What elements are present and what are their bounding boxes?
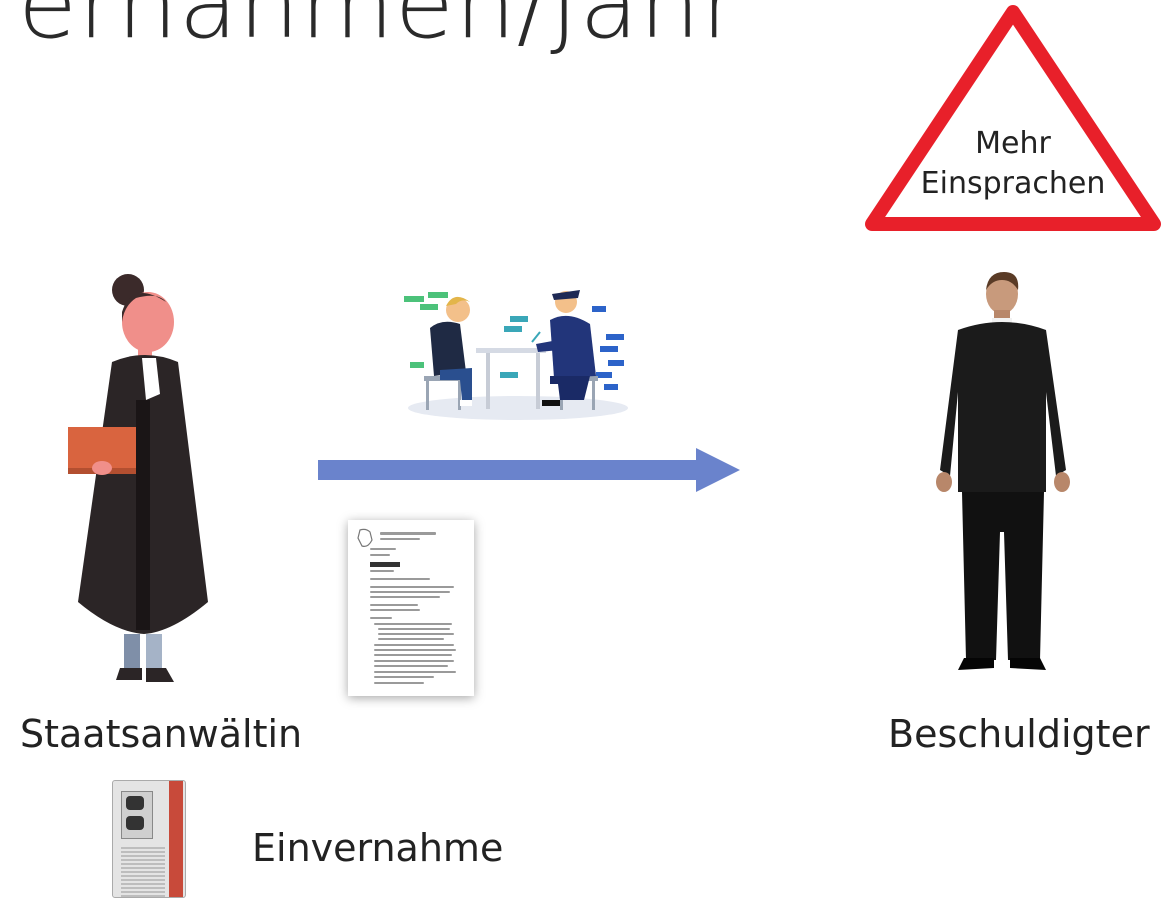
interrogation-scene — [400, 280, 636, 420]
accused-figure-icon — [936, 272, 1070, 670]
warning-triangle-icon — [865, 5, 1161, 231]
slide-title: ernahmen/Jahr — [18, 0, 742, 60]
prosecutor-label: Staatsanwältin — [20, 712, 303, 756]
warning-sign: Mehr Einsprachen — [862, 2, 1164, 238]
accused-figure — [928, 270, 1078, 674]
arrow-right-icon — [318, 448, 740, 492]
prosecutor-figure-icon — [68, 274, 208, 682]
process-arrow — [318, 446, 742, 494]
warning-text-line2: Einsprachen — [920, 166, 1106, 201]
document-icon — [348, 520, 474, 696]
interrogation-scene-icon — [404, 290, 628, 420]
accused-label: Beschuldigter — [888, 712, 1150, 756]
warning-text-line1: Mehr — [975, 126, 1051, 161]
prosecutor-figure — [62, 272, 222, 692]
interrogation-label: Einvernahme — [252, 826, 504, 870]
recorder-icon — [112, 780, 186, 898]
document-heading — [370, 562, 400, 567]
